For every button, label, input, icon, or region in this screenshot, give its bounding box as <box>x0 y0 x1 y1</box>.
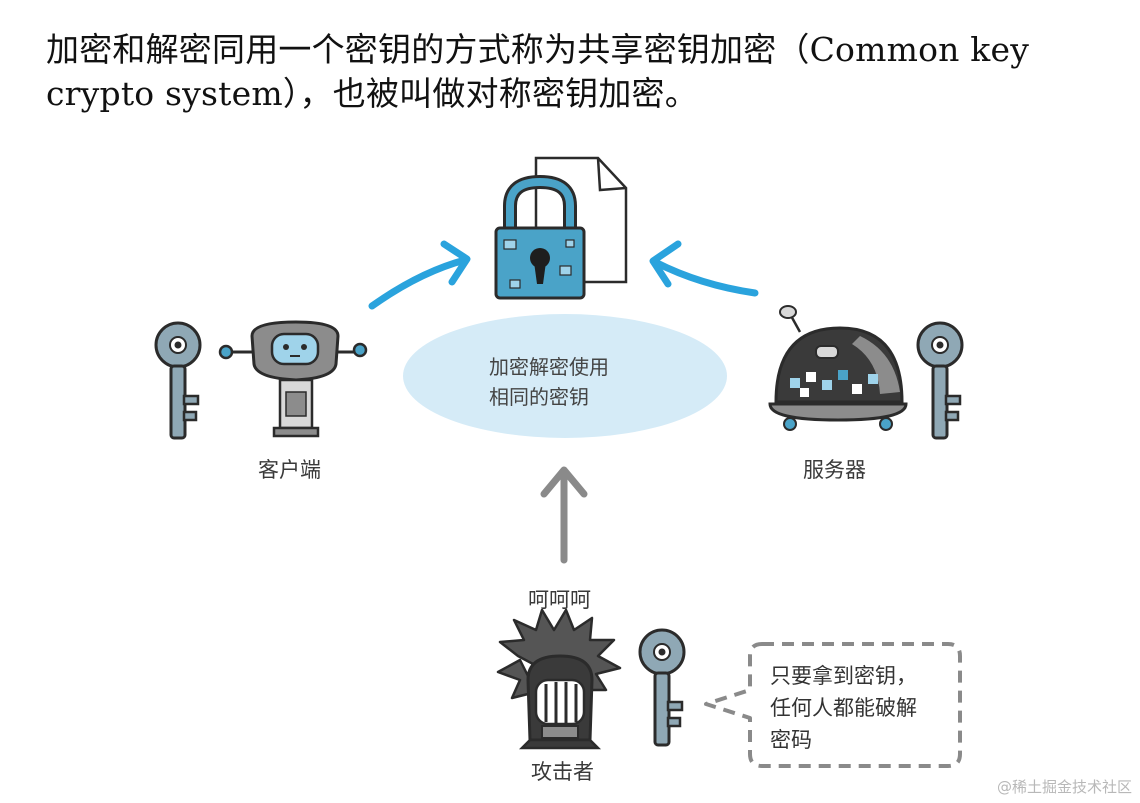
center-bubble-line2: 相同的密钥 <box>489 385 589 409</box>
server-robot-icon <box>768 305 908 431</box>
client-robot-icon <box>218 320 368 438</box>
speech-line3: 密码 <box>770 728 812 752</box>
attacker-icon <box>496 608 622 750</box>
server-label: 服务器 <box>803 458 866 482</box>
center-bubble-text: 加密解密使用 相同的密钥 <box>489 352 609 412</box>
client-label: 客户端 <box>258 458 321 482</box>
intro-paragraph: 加密和解密同用一个密钥的方式称为共享密钥加密（Common key crypto… <box>46 30 1030 113</box>
attacker-key-icon <box>638 628 686 747</box>
center-bubble-line1: 加密解密使用 <box>489 355 609 379</box>
speech-line1: 只要拿到密钥， <box>770 664 917 688</box>
speech-bubble <box>704 642 962 768</box>
server-to-lock-arrow <box>649 240 759 297</box>
speech-bubble-text: 只要拿到密钥， 任何人都能破解 密码 <box>770 660 917 756</box>
attacker-laugh-label: 呵呵呵 <box>528 588 591 612</box>
speech-line2: 任何人都能破解 <box>770 696 917 720</box>
client-to-lock-arrow <box>368 240 471 310</box>
attacker-label: 攻击者 <box>531 760 594 784</box>
server-key-icon <box>916 321 964 440</box>
padlock-icon <box>494 174 586 300</box>
watermark: @稀土掘金技术社区 <box>996 778 1132 796</box>
attacker-up-arrow <box>540 466 588 564</box>
client-key-icon <box>154 321 202 440</box>
center-bubble <box>403 314 727 438</box>
